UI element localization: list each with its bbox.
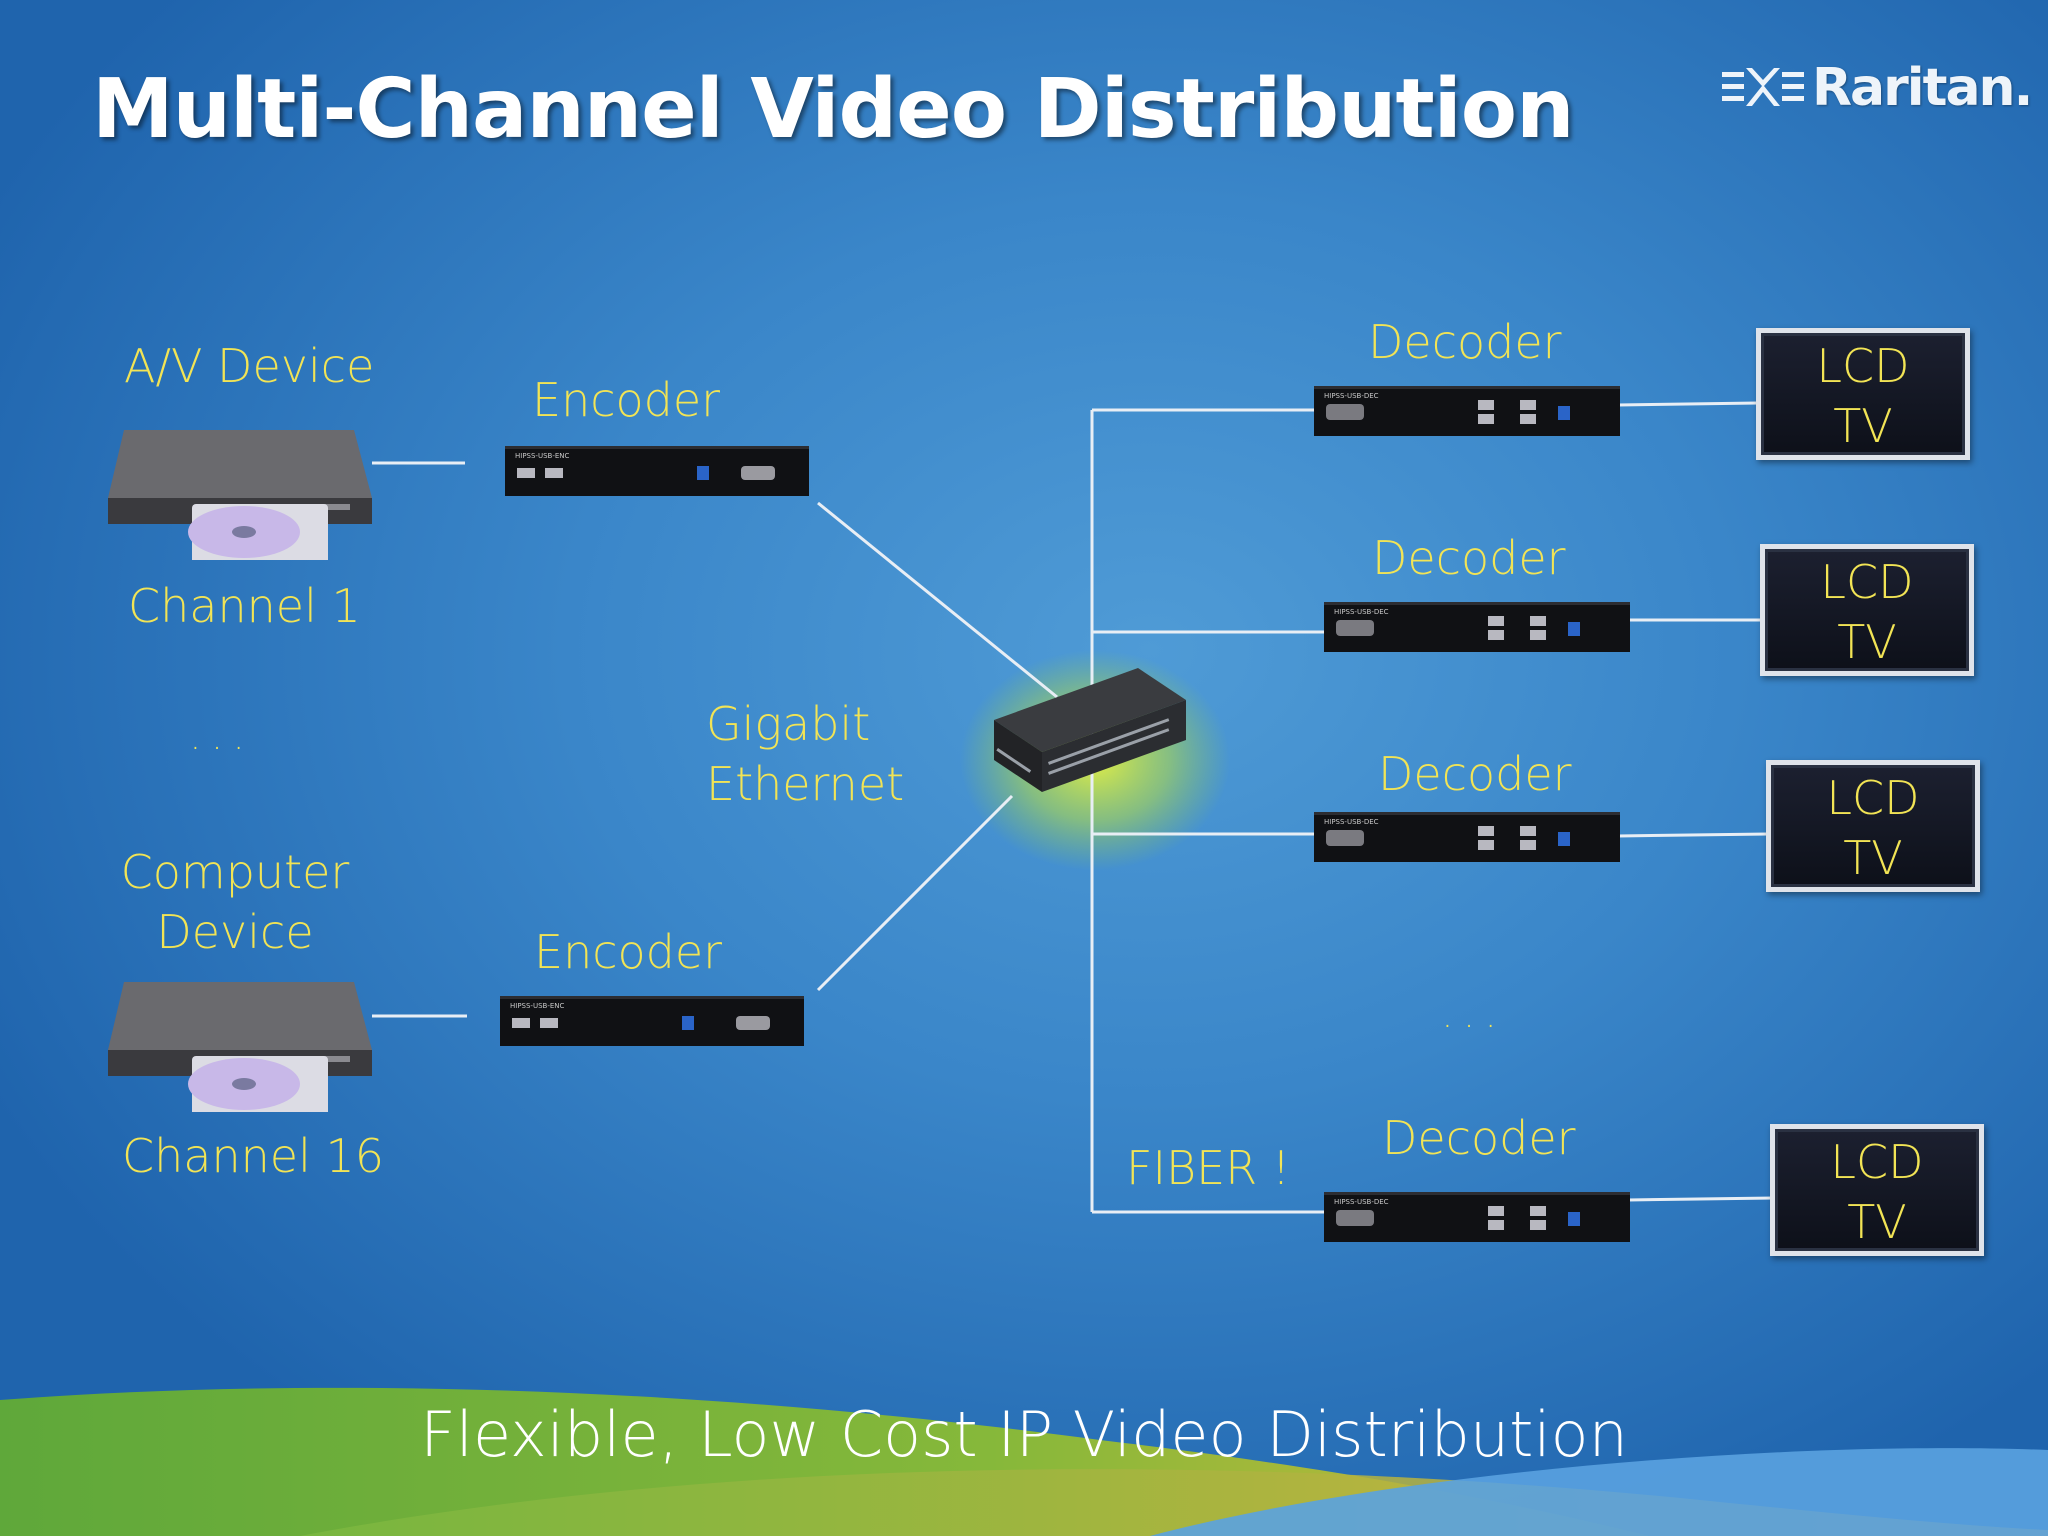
source-ellipsis: . . .	[190, 718, 245, 758]
raritan-logo: Raritan.	[1722, 58, 2033, 118]
lcd-tv-4-line1: LCD	[1830, 1135, 1924, 1189]
lcd-tv-2-line1: LCD	[1820, 555, 1914, 609]
gigabit-ethernet-label: Gigabit Ethernet	[706, 694, 904, 814]
source-label-computer-line1: Computer	[120, 845, 350, 899]
source-label-computer-device: Computer Device	[110, 842, 360, 962]
lcd-tv-3-label: LCD TV	[1771, 768, 1975, 888]
raritan-logo-text: Raritan.	[1812, 58, 2033, 118]
lcd-tv-4-label: LCD TV	[1775, 1132, 1979, 1252]
decoder-box-icon: HIPSS-USB-DEC	[1324, 1192, 1630, 1242]
network-switch-icon	[994, 668, 1186, 792]
dvd-player-icon	[108, 982, 372, 1112]
decoder-1-label: Decoder	[1368, 315, 1562, 369]
decoder-3-label: Decoder	[1378, 747, 1572, 801]
decoder-4-model: HIPSS-USB-DEC	[1334, 1198, 1389, 1206]
lcd-tv-3-line1: LCD	[1826, 771, 1920, 825]
page-title: Multi-Channel Video Distribution	[92, 62, 1574, 157]
link-decoder4-tv4	[1627, 1196, 1775, 1202]
decoder-4-label: Decoder	[1382, 1111, 1576, 1165]
encoder-box-icon: HIPSS-USB-ENC	[500, 996, 804, 1046]
gigabit-ethernet-line2: Ethernet	[706, 757, 905, 811]
lcd-tv-4-line2: TV	[1847, 1195, 1907, 1249]
lcd-tv-icon: LCD TV	[1766, 760, 1980, 892]
source-channel-16-label: Channel 16	[122, 1129, 385, 1183]
encoder-2-model: HIPSS-USB-ENC	[510, 1002, 565, 1010]
link-encoder1-switch	[817, 501, 1058, 699]
gigabit-ethernet-line1: Gigabit	[706, 697, 871, 751]
connection-lines	[372, 401, 1775, 1214]
lcd-tv-1-line1: LCD	[1816, 339, 1910, 393]
lcd-tv-2-label: LCD TV	[1765, 552, 1969, 672]
hills-decoration	[0, 1387, 2048, 1536]
decoder-box-icon: HIPSS-USB-DEC	[1314, 812, 1620, 862]
decoder-box-icon: HIPSS-USB-DEC	[1324, 602, 1630, 652]
slide-footer: Flexible, Low Cost IP Video Distribution	[420, 1398, 1628, 1471]
encoder-box-icon: HIPSS-USB-ENC	[505, 446, 809, 496]
lcd-tv-1-label: LCD TV	[1761, 336, 1965, 456]
encoder-1-model: HIPSS-USB-ENC	[515, 452, 570, 460]
raritan-logo-icon	[1722, 68, 1804, 106]
lcd-tv-icon: LCD TV	[1760, 544, 1974, 676]
decoder-ellipsis: . . .	[1442, 996, 1497, 1036]
encoder-1-label: Encoder	[532, 373, 721, 427]
lcd-tv-3-line2: TV	[1843, 831, 1903, 885]
link-encoder2-switch	[816, 794, 1014, 992]
lcd-tv-icon: LCD TV	[1756, 328, 1970, 460]
source-channel-1-label: Channel 1	[128, 579, 361, 633]
lcd-tv-1-line2: TV	[1833, 399, 1893, 453]
lcd-tv-icon: LCD TV	[1770, 1124, 1984, 1256]
lcd-tv-2-line2: TV	[1837, 615, 1897, 669]
source-label-computer-line2: Device	[156, 905, 314, 959]
decoder-1-model: HIPSS-USB-DEC	[1324, 392, 1379, 400]
source-label-av-device: A/V Device	[124, 339, 375, 393]
decoder-box-icon: HIPSS-USB-DEC	[1314, 386, 1620, 436]
fiber-label: FIBER !	[1126, 1141, 1291, 1195]
decoder-3-model: HIPSS-USB-DEC	[1324, 818, 1379, 826]
link-decoder1-tv1	[1617, 401, 1759, 407]
decoder-2-model: HIPSS-USB-DEC	[1334, 608, 1389, 616]
encoder-2-label: Encoder	[534, 925, 723, 979]
dvd-player-icon	[108, 430, 372, 560]
decoder-2-label: Decoder	[1372, 531, 1566, 585]
link-decoder3-tv3	[1617, 832, 1769, 838]
